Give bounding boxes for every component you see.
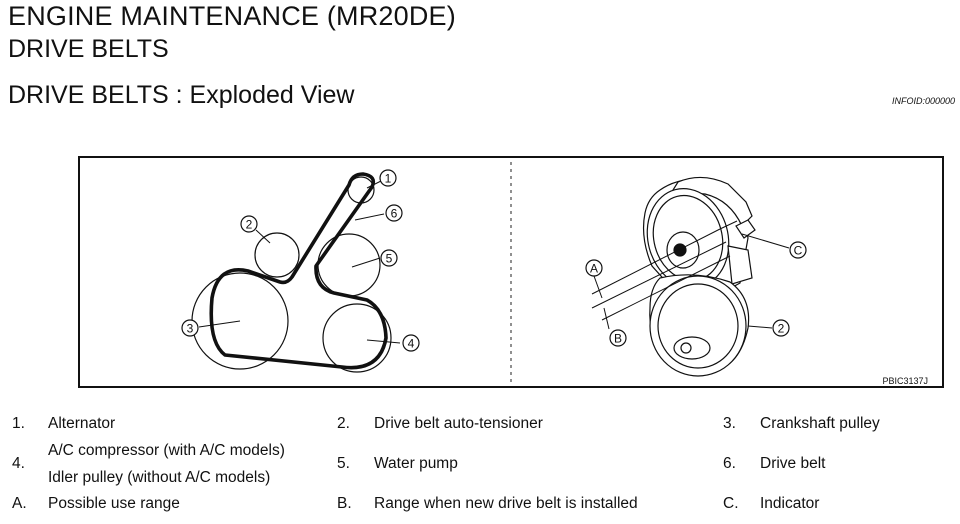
tensioner-bolt [673,243,687,257]
range-line-new [601,255,731,321]
pulley-ac-compressor [322,303,392,373]
callout-2: 2 [246,218,253,232]
callout-1: 1 [385,172,392,186]
leader-C [741,233,790,249]
leader-A [593,275,603,299]
legend-text-3: Crankshaft pulley [760,415,880,432]
idler-hub-bolt [680,342,692,354]
leader-5 [351,257,381,268]
tensioner-indicator-block [735,219,756,239]
page-subtitle: DRIVE BELTS [8,35,169,63]
callout-A: A [590,262,598,276]
idler-hub-cap [673,336,711,360]
indicator-line [719,220,738,230]
tensioner-bracket [727,245,753,285]
callout-3: 3 [187,322,194,336]
legend: 1. Alternator 2. Drive belt auto-tension… [0,404,960,524]
drive-belt-path [209,172,388,370]
figure-code: PBIC3137J [882,376,928,386]
legend-num-B: B. [337,495,352,512]
legend-num-5: 5. [337,455,350,472]
legend-num-3: 3. [723,415,736,432]
legend-num-A: A. [12,495,27,512]
legend-num-4: 4. [12,455,25,472]
leader-3 [198,320,241,328]
leader-B [603,307,610,330]
callout-C: C [794,244,803,258]
leader-6 [354,213,385,221]
range-line-upper [591,228,721,295]
legend-text-C: Indicator [760,495,820,512]
legend-text-1: Alternator [48,415,116,432]
legend-text-4b: Idler pulley (without A/C models) [48,469,271,486]
legend-num-C: C. [723,495,739,512]
section-heading: DRIVE BELTS : Exploded View [8,81,355,109]
legend-text-B: Range when new drive belt is installed [374,495,638,512]
pulley-water-pump [317,233,381,297]
legend-text-5: Water pump [374,455,458,472]
legend-text-6: Drive belt [760,455,826,472]
legend-text-A: Possible use range [48,495,180,512]
legend-num-1: 1. [12,415,25,432]
exploded-view-figure: 1 2 3 4 5 6 [78,156,944,388]
leader-4 [366,339,401,344]
right-callouts: A B C 2 [585,241,807,347]
legend-text-4a: A/C compressor (with A/C models) [48,442,285,459]
belt-routing-diagram [191,172,401,373]
page-title: ENGINE MAINTENANCE (MR20DE) [8,1,456,31]
callout-B: B [614,332,622,346]
left-callouts: 1 2 3 4 5 6 [181,169,420,352]
range-line-lower [591,241,727,309]
info-id: INFOID:000000 [892,96,956,106]
callout-6: 6 [391,207,398,221]
figure-drawing: 1 2 3 4 5 6 [181,162,928,386]
legend-text-2: Drive belt auto-tensioner [374,415,543,432]
leader-2 [255,229,271,244]
callout-5: 5 [386,252,393,266]
right-leaders [593,233,790,330]
leader-1 [366,180,382,189]
legend-num-6: 6. [723,455,736,472]
auto-tensioner-drawing [591,176,756,377]
leader-2-right [747,325,773,329]
pulley-idler-2 [254,232,300,278]
legend-num-2: 2. [337,415,350,432]
callout-2-right: 2 [778,322,785,336]
callout-4: 4 [408,337,415,351]
